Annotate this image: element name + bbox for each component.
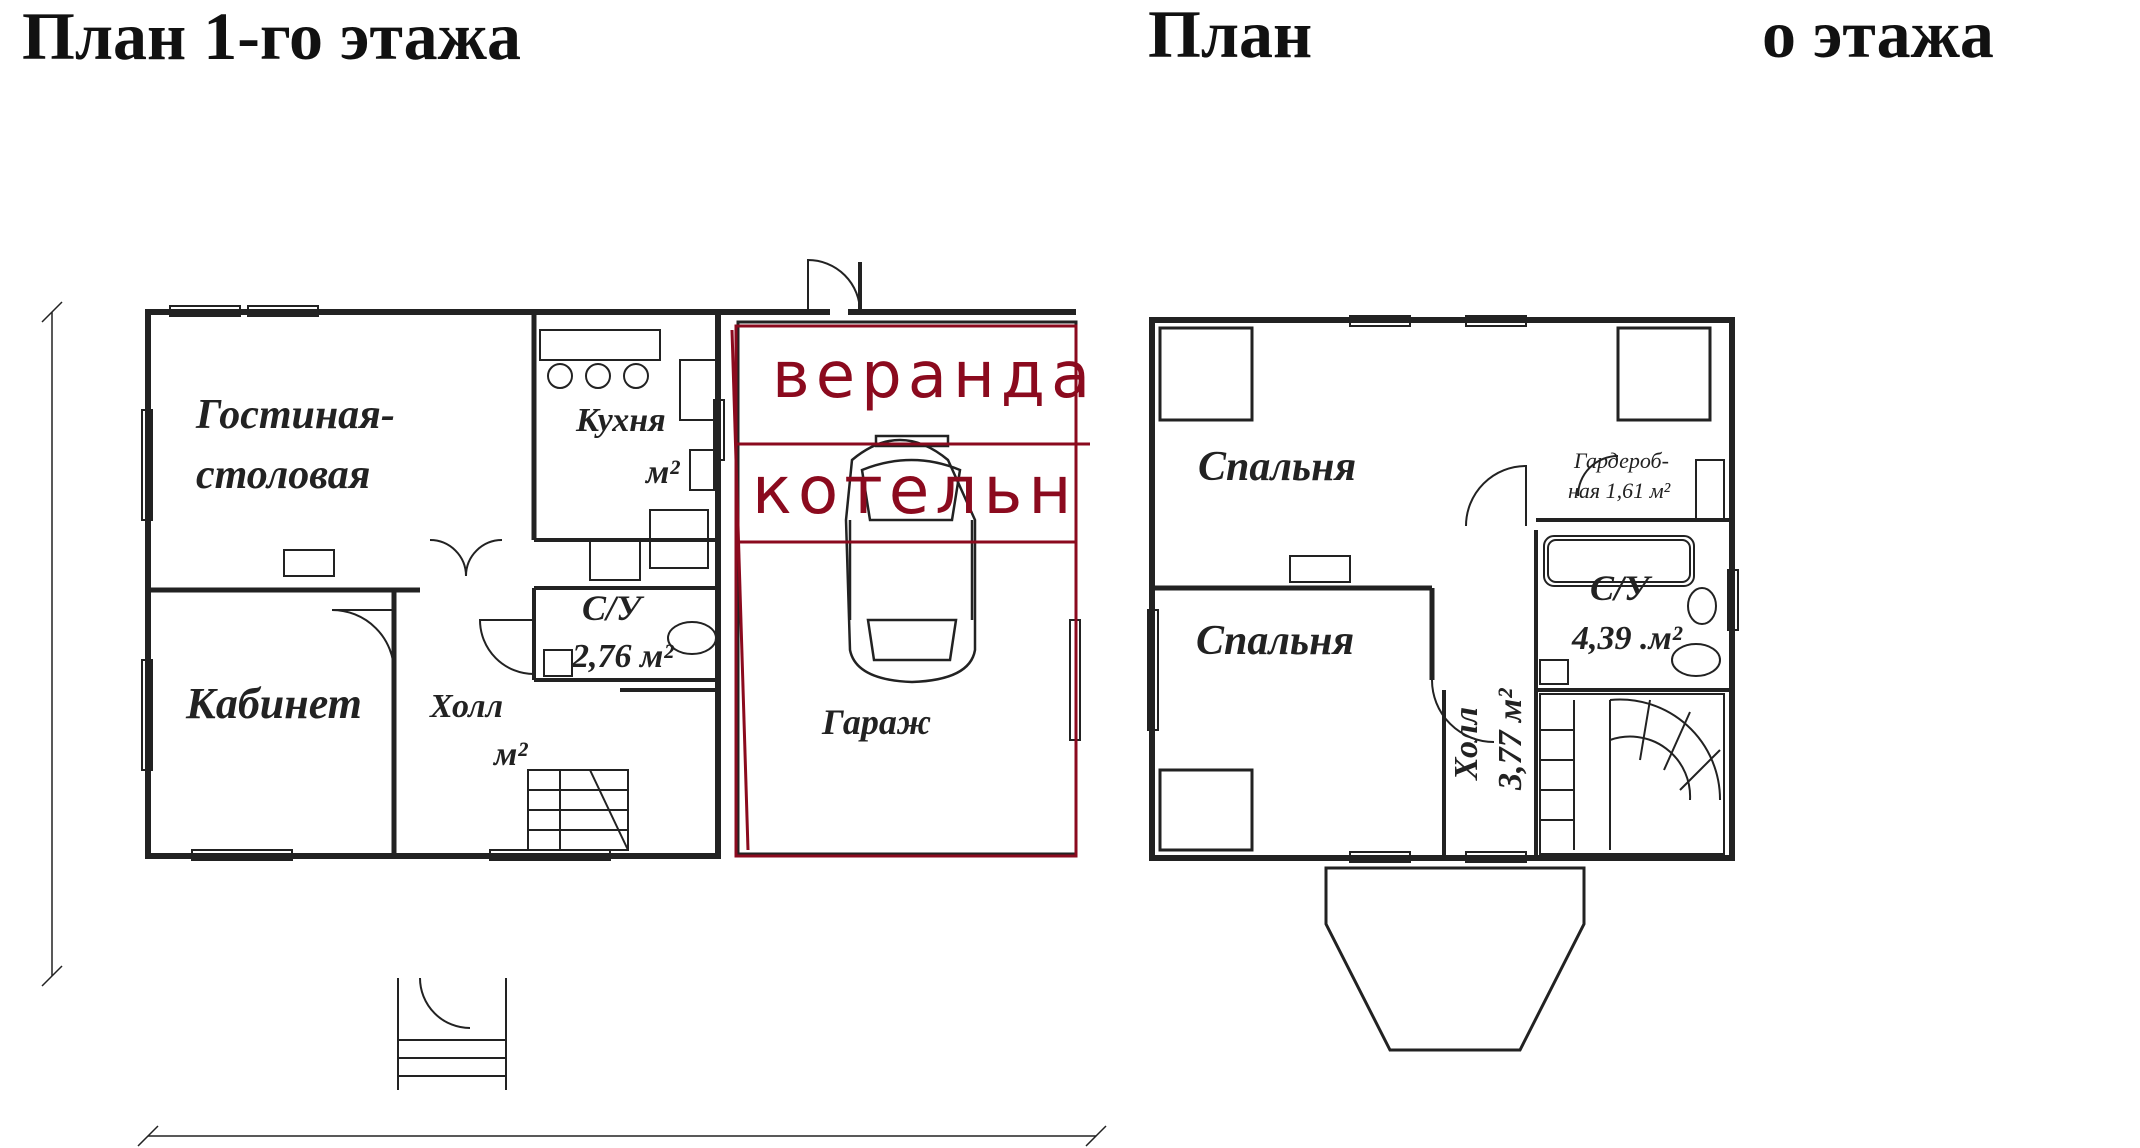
handwritten-annotations bbox=[730, 324, 1090, 858]
room-label-hall: Холл bbox=[430, 688, 504, 725]
room-label-garage: Гараж bbox=[822, 702, 932, 742]
dimension-lines bbox=[41, 301, 1107, 1147]
annotation-boiler-room: котельн bbox=[752, 452, 1078, 529]
room-area-hall: м² bbox=[494, 736, 528, 773]
room-label-bedroom-1: Спальня bbox=[1198, 444, 1357, 490]
room-label-wc-2: С/У bbox=[1590, 568, 1650, 608]
room-area-kitchen: м² bbox=[646, 454, 680, 491]
floor1-stairs bbox=[527, 769, 629, 851]
room-label-wardrobe-1: Гардероб- bbox=[1574, 448, 1669, 473]
floor1-porch bbox=[397, 977, 507, 1090]
room-label-living-1: Гостиная- bbox=[196, 392, 395, 438]
floor2-corner-boxes bbox=[1158, 326, 1712, 852]
floor1-windows bbox=[141, 305, 1081, 861]
floor2-balcony bbox=[1324, 866, 1586, 1052]
floor2-fixtures bbox=[1289, 459, 1725, 685]
floor1-title: План 1-го этажа bbox=[22, 0, 521, 74]
room-label-wc: С/У bbox=[582, 588, 642, 628]
room-label-kitchen: Кухня bbox=[576, 402, 666, 439]
floor1-doors bbox=[331, 539, 535, 675]
room-label-hall-2: Холл bbox=[1448, 706, 1485, 780]
room-label-bedroom-2: Спальня bbox=[1196, 618, 1355, 664]
room-label-wardrobe-2: ная 1,61 м² bbox=[1568, 478, 1671, 503]
room-area-hall-2: 3,77 м² bbox=[1492, 688, 1529, 791]
floor2-doors bbox=[1431, 455, 1619, 743]
room-label-living-2: столовая bbox=[196, 452, 371, 498]
car-icon bbox=[844, 434, 977, 684]
floor2-title-suffix: о этажа bbox=[1762, 0, 1994, 72]
room-area-wc: 2,76 м² bbox=[572, 638, 674, 675]
room-area-wc-2: 4,39 .м² bbox=[1572, 620, 1682, 657]
kitchen-fixtures bbox=[283, 329, 717, 677]
room-label-office: Кабинет bbox=[186, 679, 362, 728]
floor2-stairs bbox=[1539, 693, 1725, 855]
floor2-windows bbox=[1147, 315, 1739, 863]
annotation-veranda: веранда bbox=[772, 339, 1097, 413]
floor2-title-prefix: План bbox=[1148, 0, 1313, 72]
